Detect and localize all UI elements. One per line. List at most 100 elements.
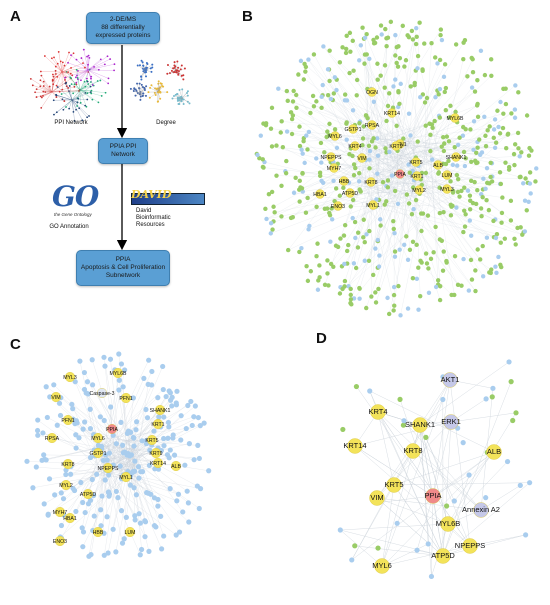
net-d-alb-label: ALB bbox=[487, 447, 501, 456]
net-c-krt9-node bbox=[150, 448, 161, 459]
net-c-shank1-node bbox=[154, 405, 165, 416]
panel-letter-c: C bbox=[10, 336, 21, 353]
net-b-myl1-label: MYL1 bbox=[366, 203, 380, 209]
net-c-myl6-node bbox=[92, 433, 103, 444]
net-c-shank1-label: SHANK1 bbox=[150, 408, 171, 414]
net-b-krt8-label: KRT8 bbox=[364, 180, 377, 186]
net-c-myl3-node bbox=[64, 372, 75, 383]
net-b-ppia-label: PPIA bbox=[394, 172, 406, 178]
net-b-alb-label: ALB bbox=[433, 163, 443, 169]
net-c-krt8-label: KRT8 bbox=[61, 462, 74, 468]
net-c-myl1-node bbox=[120, 472, 131, 483]
net-c-rpsa-node bbox=[47, 433, 58, 444]
net-b-shank1-label: SHANK1 bbox=[446, 155, 467, 161]
net-c-vim-node bbox=[51, 392, 62, 403]
panel-letter-d: D bbox=[316, 330, 327, 347]
net-d-shank1-node bbox=[412, 417, 428, 433]
david-caption: David Bioinformatic Resources bbox=[136, 208, 184, 230]
net-b-atp5d-node bbox=[345, 188, 355, 198]
net-b-eno3-node bbox=[333, 201, 343, 211]
net-c-caspase-3-label: Caspase-3 bbox=[89, 391, 114, 397]
david-logo-word: DAVID bbox=[131, 188, 172, 201]
net-c-vim-label: VIM bbox=[51, 395, 60, 401]
net-b-myh7-node bbox=[329, 163, 339, 173]
david-caption-line3: Resources bbox=[136, 222, 165, 229]
box2-line1: PPIA PPI bbox=[109, 142, 137, 150]
net-b-hbb-node bbox=[339, 176, 349, 186]
net-d-krt5-node bbox=[386, 477, 402, 493]
net-d-krt4-node bbox=[370, 404, 386, 420]
david-caption-line2: Bioinformatic bbox=[136, 215, 171, 222]
net-c-myl6b-node bbox=[112, 368, 123, 379]
net-c-krt1-node bbox=[152, 419, 163, 430]
net-b-krt4-node bbox=[350, 141, 360, 151]
net-b-gstp1-node bbox=[348, 124, 358, 134]
net-c-lum-label: LUM bbox=[125, 530, 136, 536]
net-b-rpsa-label: RPSA bbox=[365, 123, 380, 129]
net-c-myl1-label: MYL1 bbox=[119, 475, 133, 481]
box1-line1: 2-DE/MS bbox=[109, 15, 137, 23]
net-c-npepps-node bbox=[102, 463, 113, 474]
net-d-krt8-node bbox=[405, 443, 421, 459]
panel-letter-a: A bbox=[10, 8, 21, 25]
net-c-atp5d-node bbox=[82, 489, 93, 500]
net-c-krt14-label: KRT14 bbox=[150, 461, 166, 467]
net-d-krt14-node bbox=[347, 438, 363, 454]
net-b-myl2-label: MYL2 bbox=[412, 188, 426, 194]
net-d-ppia-label: PPIA bbox=[424, 491, 441, 500]
net-b-krt5-label: KRT5 bbox=[409, 160, 422, 166]
net-d-erk1-label: ERK1 bbox=[441, 417, 461, 426]
net-c-ppia-node bbox=[106, 424, 117, 435]
workflow-box-proteins: 2-DE/MS 88 differentially expressed prot… bbox=[86, 12, 160, 44]
net-b-krt1-node bbox=[412, 171, 422, 181]
net-d-alb-node bbox=[486, 444, 502, 460]
net-c-alb-label: ALB bbox=[171, 464, 181, 470]
net-b-krt9-label: KRT9 bbox=[389, 144, 402, 150]
net-c-myl2-node bbox=[61, 480, 72, 491]
net-d-vim-label: VIM bbox=[370, 493, 383, 502]
box3-line3: Subnetwork bbox=[105, 272, 141, 280]
net-d-atp5d-label: ATP5D bbox=[431, 551, 455, 560]
net-b-myh7-label: MYH7 bbox=[327, 166, 342, 172]
net-d-akt1-label: AKT1 bbox=[441, 375, 460, 384]
ppi-network-caption: PPI Network bbox=[54, 120, 88, 126]
net-c-eno3-label: ENO3 bbox=[53, 539, 67, 545]
box2-line2: Network bbox=[111, 151, 135, 158]
net-c-myh7-label: MYH7 bbox=[53, 510, 68, 516]
net-c-alb-node bbox=[170, 461, 181, 472]
net-c-hba1-node bbox=[64, 513, 75, 524]
net-b-lum-node bbox=[442, 170, 452, 180]
net-d-npepps-label: NPEPPS bbox=[455, 541, 485, 550]
net-c-rpsa-label: RPSA bbox=[45, 436, 60, 442]
box1-line3: expressed proteins bbox=[95, 32, 151, 40]
net-b-krt4-label: KRT4 bbox=[348, 144, 361, 150]
net-b-lum-label: LUM bbox=[442, 173, 453, 179]
panel-letter-b: B bbox=[242, 8, 253, 25]
net-b-hba1-node bbox=[315, 189, 325, 199]
net-d-krt5-label: KRT5 bbox=[384, 480, 403, 489]
net-b-ogn-label: OGN bbox=[366, 90, 378, 96]
workflow-box-subnetwork: PPIA Apoptosis & Cell Proliferation Subn… bbox=[76, 250, 170, 286]
go-logo: GO bbox=[52, 180, 99, 213]
box3-line1: PPIA bbox=[115, 255, 131, 263]
net-b-krt8-node bbox=[366, 177, 376, 187]
net-b-shank1-node bbox=[451, 152, 461, 162]
net-c-gstp1-node bbox=[92, 448, 103, 459]
net-b-eno3-label: ENO3 bbox=[331, 204, 345, 210]
net-b-krt5-node bbox=[411, 157, 421, 167]
net-d-annexin-a2-label: Annexin A2 bbox=[462, 505, 500, 514]
net-b-vim-node bbox=[357, 153, 367, 163]
net-b-myl6b-label: MYL6B bbox=[446, 116, 464, 122]
net-d-ppia-node bbox=[425, 488, 441, 504]
david-logo bbox=[131, 193, 205, 205]
net-d-akt1-node bbox=[442, 372, 458, 388]
net-c-eno3-node bbox=[55, 536, 66, 547]
go-annotation-caption: GO Annotation bbox=[49, 224, 89, 230]
net-c-myl6b-label: MYL6B bbox=[109, 371, 127, 377]
net-c-ppia-label: PPIA bbox=[106, 427, 118, 433]
net-c-hba1-label: HBA1 bbox=[63, 516, 77, 522]
net-c-krt9-label: KRT9 bbox=[149, 451, 162, 457]
net-c-hbb-node bbox=[92, 527, 103, 538]
